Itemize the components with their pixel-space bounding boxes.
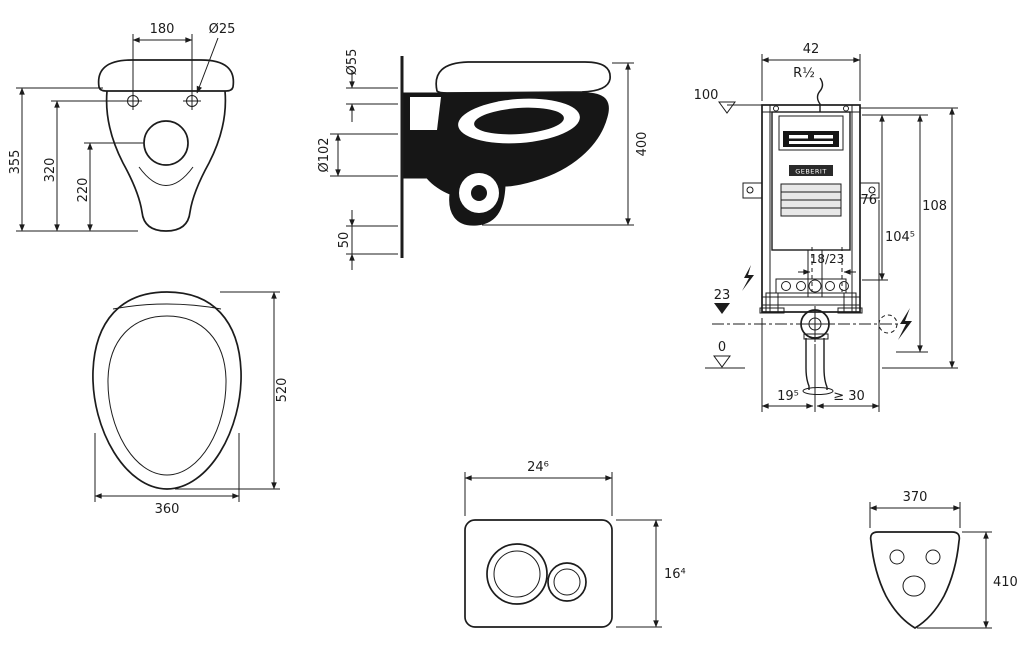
- dim-hole-diameter-label: Ø25: [209, 22, 236, 37]
- dim-hole-spacing-label: 180: [150, 22, 175, 37]
- dim-plate-width-label: 24⁶: [527, 460, 549, 475]
- dim-height-total-label: 355: [8, 150, 23, 175]
- dim-height-total: 355: [8, 87, 138, 232]
- mounting-hole-right: [183, 92, 201, 110]
- frame-foot-right: [843, 292, 857, 313]
- dim-outlet-offset-label: 19⁵: [777, 389, 799, 404]
- level-top: 100: [694, 88, 762, 114]
- dim-seat-width: 360: [94, 433, 240, 517]
- dim-flush-pipe-label: 18/23: [810, 252, 845, 266]
- power-flash-icon-right: [898, 308, 912, 340]
- dim-right-group: 76 104⁵ 108: [860, 107, 958, 369]
- mat-hole-right: [925, 549, 941, 565]
- outlet-opening-front: [143, 120, 189, 166]
- mat-hole-center: [902, 575, 926, 597]
- flush-button-small: [547, 562, 587, 602]
- dim-mid-height-label: 104⁵: [885, 230, 915, 245]
- dim-mat-width: 370: [869, 490, 961, 528]
- dim-height-outlet: 220: [76, 142, 144, 232]
- dim-frame-height-label: 108: [922, 199, 947, 214]
- dim-side-clearance-label: ≥ 30: [833, 389, 865, 404]
- frame-foot-left: [765, 292, 779, 313]
- dim-hole-spacing: 180: [132, 22, 193, 94]
- water-supply-pipe: [816, 77, 824, 112]
- dim-flush-pipe: 18/23: [798, 252, 856, 275]
- dim-height-holes-label: 320: [43, 158, 58, 183]
- fitting-rail: [775, 278, 847, 294]
- wall-bracket-right: [859, 182, 880, 199]
- dim-bottom-offset-label: 50: [337, 232, 352, 249]
- bowl-rim-inner: [474, 107, 564, 135]
- pipe-flange: [802, 387, 834, 395]
- dim-seat-depth-label: 520: [275, 378, 290, 403]
- dim-frame-width: 42: [761, 42, 861, 101]
- side-view: Ø55 Ø102 50 400: [317, 49, 650, 270]
- dim-mat-width-label: 370: [903, 490, 928, 505]
- dim-hole-diameter: Ø25: [196, 22, 236, 94]
- hinge-line: [112, 303, 222, 310]
- insulation-mat-view: 370 410: [869, 490, 1018, 629]
- flush-plate-view: 24⁶ 16⁴: [464, 460, 686, 628]
- level-floor-label: 0: [718, 340, 726, 355]
- dim-seat-depth: 520: [175, 291, 290, 490]
- toilet-lid-side: [435, 61, 611, 94]
- mounting-hole-left: [124, 92, 142, 110]
- dim-cistern-height-label: 76: [860, 193, 877, 208]
- mat-hole-left: [889, 549, 905, 565]
- dim-bottom-offset: 50: [337, 210, 398, 270]
- brand-plate: [789, 165, 833, 176]
- level-floor: 0: [705, 340, 745, 369]
- power-flash-icon-left: [742, 265, 754, 291]
- outlet-pipe: [805, 338, 828, 390]
- dim-outlet-diameter-label: Ø102: [317, 137, 332, 172]
- flush-plate-outline: [464, 519, 613, 628]
- toilet-bowl-front: [105, 90, 227, 232]
- dim-side-height-label: 400: [635, 132, 650, 157]
- installation-frame-view: GEBERIT 42: [694, 42, 958, 412]
- seat-inner-line: [107, 315, 227, 476]
- dim-inlet-diameter-label: Ø55: [345, 49, 360, 76]
- dim-plate-width: 24⁶: [464, 460, 613, 516]
- dim-side-height: 400: [482, 62, 650, 226]
- level-outlet-label: 23: [714, 288, 731, 303]
- dim-plate-height-label: 16⁴: [664, 567, 686, 582]
- water-connection-label: R½: [793, 66, 815, 81]
- dim-frame-width-label: 42: [803, 42, 820, 57]
- toilet-lid-front: [97, 59, 235, 92]
- level-top-label: 100: [694, 88, 719, 103]
- dim-outlet-diameter: Ø102: [317, 133, 398, 177]
- flush-bend-dark: [783, 131, 839, 147]
- inlet-cutout: [410, 97, 441, 130]
- wall-bracket-left: [742, 182, 763, 199]
- cistern-outline: [771, 111, 851, 251]
- dim-height-outlet-label: 220: [76, 178, 91, 203]
- bowl-inner-curve: [138, 166, 194, 186]
- seat-outline-top: [92, 291, 242, 490]
- trap-core: [471, 185, 487, 201]
- frame-bolt-right: [843, 105, 849, 112]
- dim-mat-height: 410: [917, 531, 1018, 629]
- front-view: 180 Ø25 355 320 220: [8, 22, 236, 232]
- level-outlet: 23: [714, 288, 731, 314]
- dim-seat-width-label: 360: [155, 502, 180, 517]
- mat-outline: [869, 531, 961, 629]
- dim-plate-height: 16⁴: [616, 519, 686, 628]
- dim-bottom-group: 19⁵ ≥ 30: [761, 200, 880, 412]
- dim-height-holes: 320: [43, 100, 126, 232]
- brand-label: GEBERIT: [795, 168, 827, 176]
- dim-inlet-diameter: Ø55: [345, 49, 398, 122]
- flush-bend-box: [778, 115, 844, 151]
- frame-outline: [761, 104, 861, 313]
- frame-bolt-left: [773, 105, 779, 112]
- dim-mat-height-label: 410: [993, 575, 1018, 590]
- top-view: 520 360: [92, 291, 290, 517]
- flush-button-large: [486, 543, 548, 605]
